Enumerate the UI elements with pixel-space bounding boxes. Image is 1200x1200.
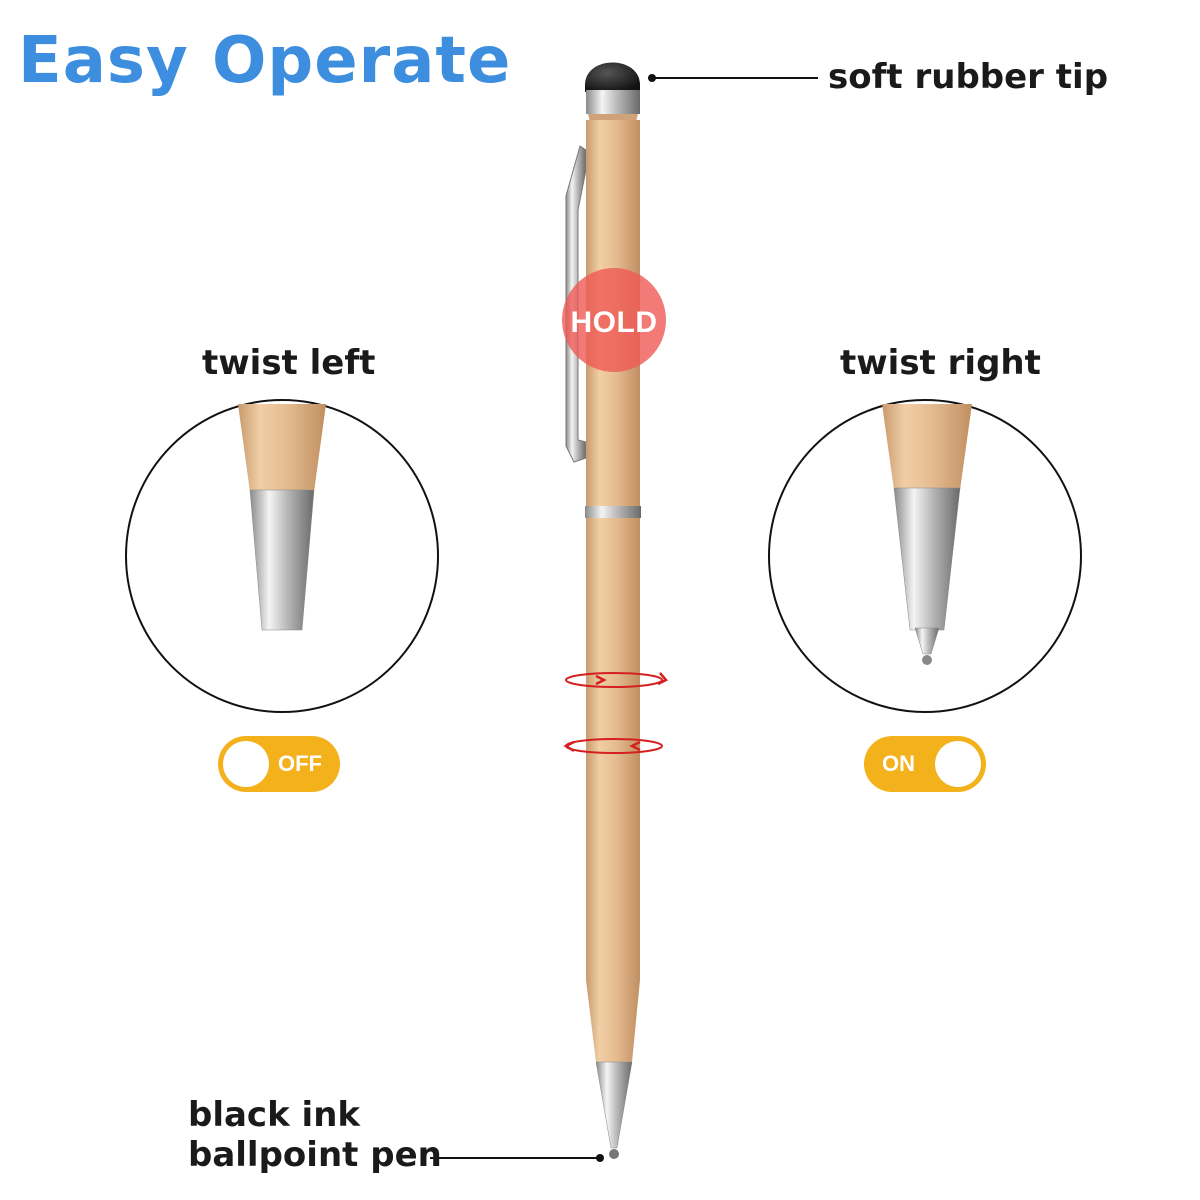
hold-badge [562,268,666,372]
pen-lower-body [586,518,640,1062]
callout-line-top [648,74,818,82]
extended-tip-detail [768,399,1082,713]
off-toggle[interactable]: OFF [218,736,340,792]
callout-soft-rubber-tip: soft rubber tip [828,57,1109,97]
toggle-knob [935,741,981,787]
center-ring [585,506,641,518]
toggle-off-label: OFF [278,751,322,776]
rubber-tip [585,62,640,114]
rotate-arrows-icon [563,672,668,754]
page-title: Easy Operate [18,24,512,98]
toggle-knob [223,741,269,787]
retracted-tip-detail [125,399,439,713]
twist-left-heading: twist left [202,343,376,383]
ballpoint-tip [595,1061,633,1159]
hold-badge-label: HOLD [570,306,658,339]
toggle-on-label: ON [882,751,915,776]
callout-black-ink: black ink [188,1095,361,1135]
callout-line-bottom [430,1154,604,1162]
callout-ballpoint-pen: ballpoint pen [188,1135,442,1175]
twist-right-heading: twist right [840,343,1041,383]
on-toggle[interactable]: ON [864,736,986,792]
